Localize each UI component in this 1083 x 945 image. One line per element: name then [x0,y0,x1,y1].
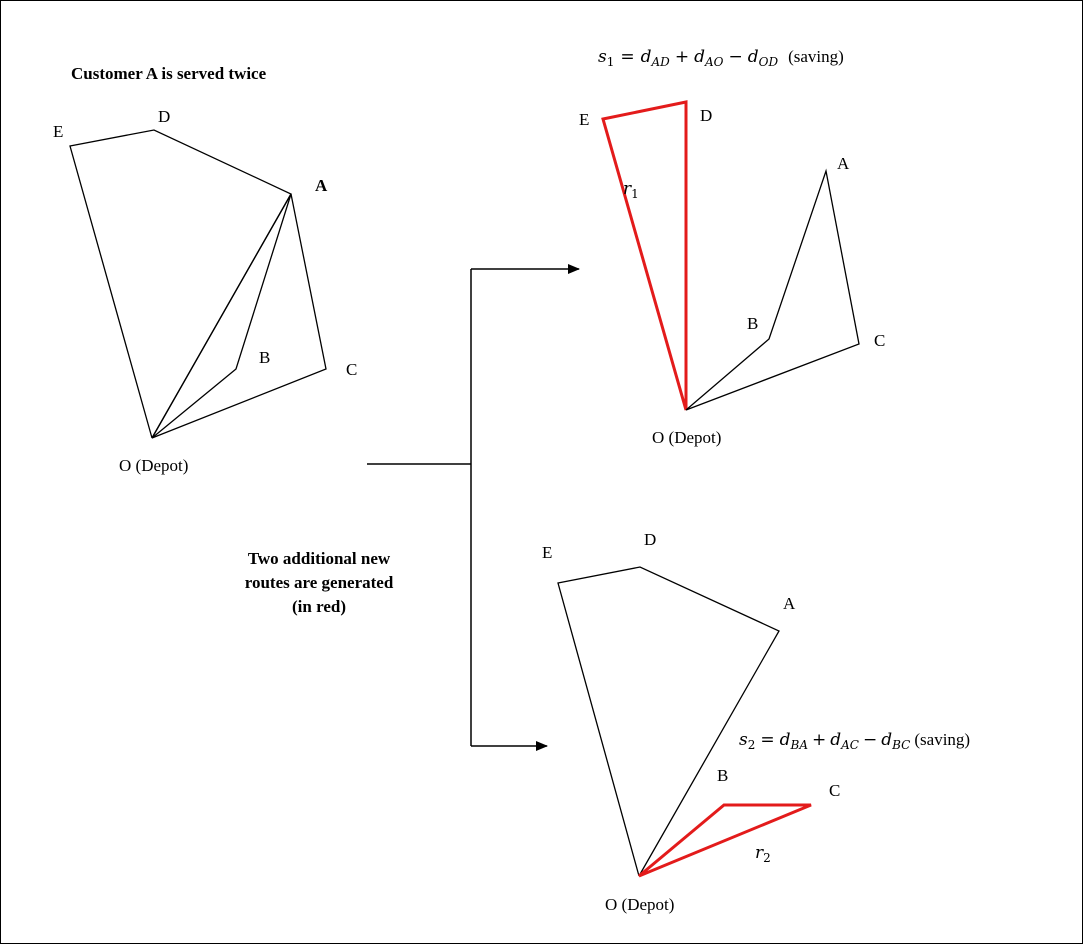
node-label-a: A [783,594,796,613]
node-label-d: D [700,106,712,125]
saving-formula-1: s1=dAD+dAO−dOD(saving) [598,47,844,69]
node-label-d: D [644,530,656,549]
middle-caption-line-2: routes are generated [245,573,394,592]
node-label-depot: O (Depot) [119,456,188,475]
top-left-caption: Customer A is served twice [71,64,267,83]
middle-caption-line-3: (in red) [292,597,346,616]
node-label-a: A [837,154,850,173]
node-label-c: C [874,331,885,350]
panel-top-right: s1=dAD+dAO−dOD(saving) E D A B C O (Depo… [579,47,885,447]
node-label-b: B [259,348,270,367]
route-odea [557,566,780,877]
node-label-d: D [158,107,170,126]
node-label-a: A [315,176,328,195]
middle-caption-line-1: Two additional new [248,549,391,568]
new-route-r2 [638,803,812,878]
route-oba [151,193,292,439]
node-label-c: C [346,360,357,379]
node-label-e: E [579,110,589,129]
node-label-e: E [53,122,63,141]
route-obac [685,168,860,411]
route-aco [151,193,327,439]
node-label-depot: O (Depot) [652,428,721,447]
node-label-depot: O (Depot) [605,895,674,914]
route-odea [69,129,292,439]
new-route-r1 [601,100,688,411]
node-label-e: E [542,543,552,562]
route-label-r1: r1 [623,179,639,201]
edge-oa [151,193,292,439]
node-label-b: B [747,314,758,333]
middle-caption: Two additional new routes are generated … [245,549,394,616]
panel-original: Customer A is served twice E D A B C O (… [53,64,357,475]
saving-formula-2: s2=dBA+dAC−dBC(saving) [739,730,970,752]
route-label-r2: r2 [755,843,771,865]
panel-bottom-right: E D A B C O (Depot) r2 s2=dBA+dAC−dBC(sa… [542,530,970,914]
node-label-b: B [717,766,728,785]
connector-arrows [367,264,580,751]
node-label-c: C [829,781,840,800]
